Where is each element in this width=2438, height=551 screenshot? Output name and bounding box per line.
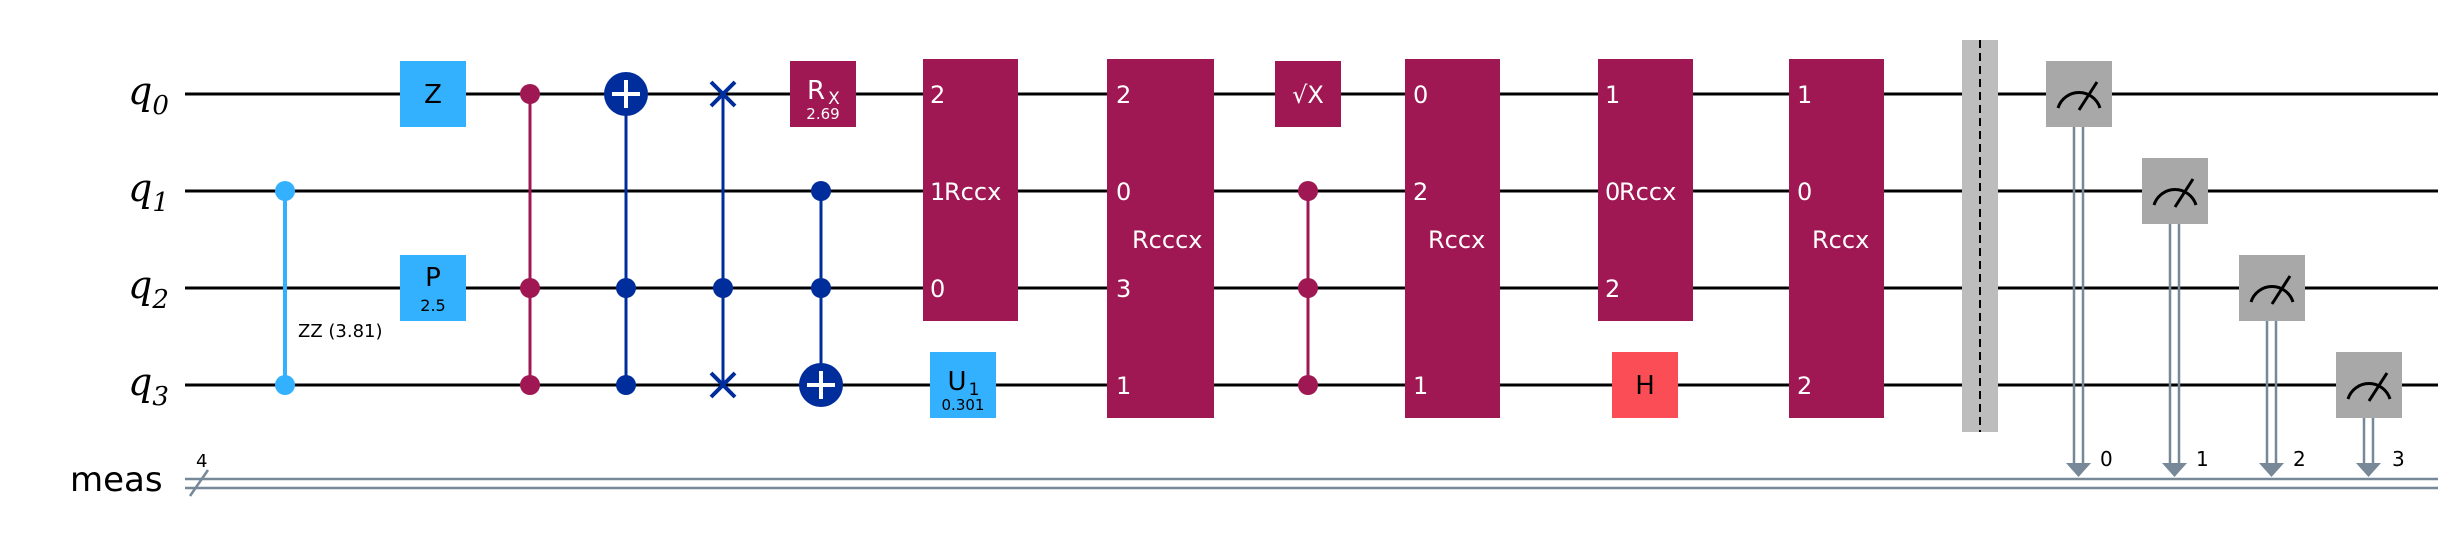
rcccx-pin-q2: 3 bbox=[1116, 275, 1131, 303]
sx-gate: √X bbox=[1275, 61, 1341, 127]
zz-gate: ZZ (3.81) bbox=[275, 181, 383, 395]
p-gate: P 2.5 bbox=[400, 255, 466, 321]
rccx-3-label: Rccx bbox=[1619, 178, 1676, 206]
measurement-q0: 0 bbox=[2046, 61, 2113, 477]
ccz-gate-2 bbox=[1298, 181, 1318, 395]
meter-icon bbox=[2152, 188, 2198, 206]
rccx-gate-2: 0 2 Rccx 1 bbox=[1405, 59, 1500, 418]
meter-icon bbox=[2249, 285, 2295, 303]
z-gate: Z bbox=[400, 61, 466, 127]
rccx-2-pin-q3: 1 bbox=[1413, 372, 1428, 400]
z-gate-label: Z bbox=[424, 80, 442, 110]
qubit-label-q2: q2 bbox=[128, 263, 169, 315]
meter-icon bbox=[2346, 382, 2392, 400]
swap-x-q3 bbox=[709, 371, 737, 399]
measure-bit-3: 3 bbox=[2392, 447, 2405, 471]
zz-node-q3 bbox=[275, 375, 295, 395]
rcccx-pin-q0: 2 bbox=[1116, 81, 1131, 109]
rccx-4-pin-q1: 0 bbox=[1797, 178, 1812, 206]
p-gate-param: 2.5 bbox=[420, 296, 445, 315]
measure-bit-2: 2 bbox=[2293, 447, 2306, 471]
rx-gate-subscript: X bbox=[828, 89, 840, 109]
measurement-q3: 3 bbox=[2336, 352, 2405, 477]
ccx-gate-target-q3 bbox=[799, 181, 843, 407]
measure-bit-1: 1 bbox=[2196, 447, 2209, 471]
u1-gate-subscript: 1 bbox=[969, 380, 980, 400]
meter-icon bbox=[2056, 91, 2102, 109]
rccx-2-label: Rccx bbox=[1428, 226, 1485, 254]
classical-register-label: meas bbox=[70, 460, 163, 500]
p-gate-label: P bbox=[425, 263, 441, 293]
u1-gate: U 1 0.301 bbox=[930, 352, 996, 418]
classical-wire: 4 bbox=[185, 451, 2438, 497]
rccx-2-pin-q1: 2 bbox=[1413, 178, 1428, 206]
barrier bbox=[1962, 40, 1998, 432]
measurement-q1: 1 bbox=[2142, 158, 2209, 477]
measurement-q2: 2 bbox=[2239, 255, 2306, 477]
rccx-gate-1: 2 1 Rccx 0 bbox=[923, 59, 1018, 321]
rccx-1-pin-q1: 1 bbox=[930, 178, 945, 206]
rcccx-pin-q3: 1 bbox=[1116, 372, 1131, 400]
u1-gate-label: U bbox=[947, 367, 966, 397]
ccz-gate bbox=[520, 84, 540, 395]
swap-x-q0 bbox=[709, 80, 737, 108]
rccx-2-pin-q0: 0 bbox=[1413, 81, 1428, 109]
qubit-label-q3: q3 bbox=[128, 360, 169, 412]
rx-gate-label: R bbox=[807, 76, 825, 106]
qubit-label-q0: q0 bbox=[128, 69, 169, 121]
rccx-1-pin-q2: 0 bbox=[930, 275, 945, 303]
sx-gate-label: √X bbox=[1292, 81, 1324, 109]
u1-gate-param: 0.301 bbox=[942, 396, 985, 414]
rccx-4-pin-q3: 2 bbox=[1797, 372, 1812, 400]
rx-gate: R X 2.69 bbox=[790, 61, 856, 127]
measure-bit-0: 0 bbox=[2100, 447, 2113, 471]
ccx-gate-target-q0 bbox=[604, 72, 648, 395]
rx-gate-param: 2.69 bbox=[806, 105, 839, 123]
rccx-4-label: Rccx bbox=[1812, 226, 1869, 254]
rccx-gate-4: 1 0 Rccx 2 bbox=[1789, 59, 1884, 418]
zz-node-q1 bbox=[275, 181, 295, 201]
cswap-gate bbox=[709, 80, 737, 399]
qubit-label-q1: q1 bbox=[128, 166, 169, 218]
register-width: 4 bbox=[196, 451, 207, 472]
h-gate-label: H bbox=[1635, 371, 1655, 401]
rcccx-label: Rcccx bbox=[1132, 226, 1202, 254]
rccx-3-pin-q1: 0 bbox=[1605, 178, 1620, 206]
zz-label: ZZ (3.81) bbox=[298, 321, 383, 342]
qubit-labels: q0 q1 q2 q3 meas bbox=[70, 69, 169, 500]
register-bundle-slash bbox=[188, 469, 210, 497]
qubit-wires bbox=[185, 92, 2438, 387]
rccx-gate-3: 1 0 Rccx 2 bbox=[1598, 59, 1693, 321]
rccx-3-pin-q0: 1 bbox=[1605, 81, 1620, 109]
rcccx-pin-q1: 0 bbox=[1116, 178, 1131, 206]
rccx-1-label: Rccx bbox=[944, 178, 1001, 206]
rccx-3-pin-q2: 2 bbox=[1605, 275, 1620, 303]
h-gate: H bbox=[1612, 352, 1678, 418]
rccx-1-pin-q0: 2 bbox=[930, 81, 945, 109]
rccx-4-pin-q0: 1 bbox=[1797, 81, 1812, 109]
rcccx-gate: 2 0 Rcccx 3 1 bbox=[1107, 59, 1214, 418]
